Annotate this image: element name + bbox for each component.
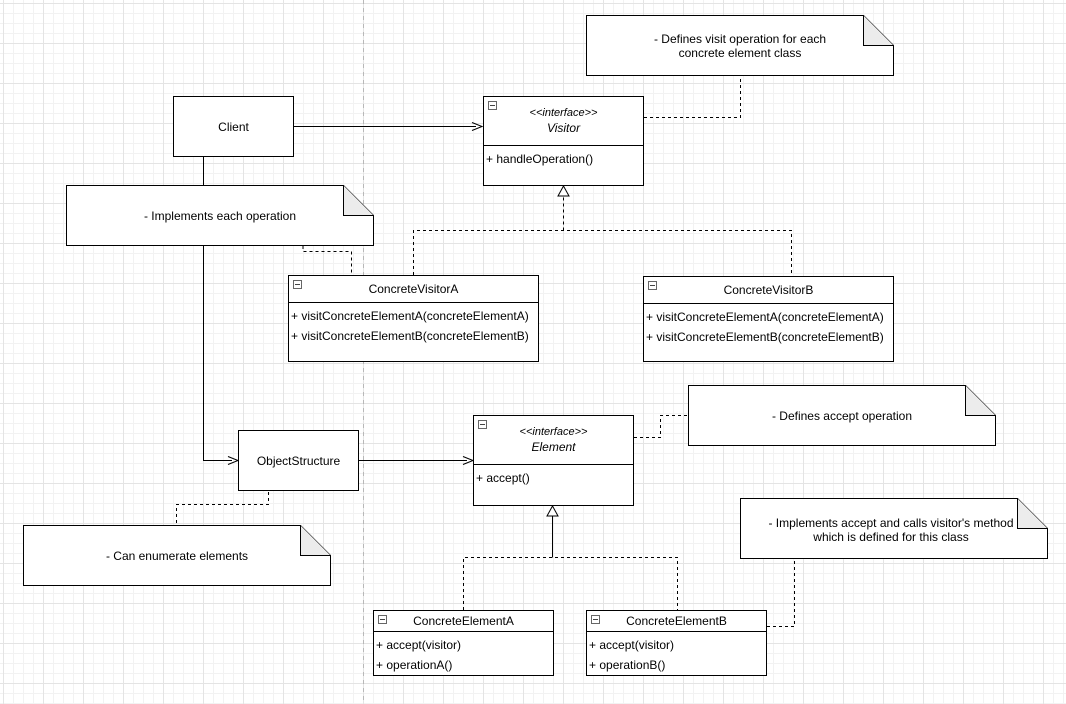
concrete-visitor-a-header: ConcreteVisitorA bbox=[289, 276, 538, 303]
concrete-element-a-method-2: + operationA() bbox=[376, 658, 453, 672]
note-concrete-element-line-1: - Implements accept and calls visitor's … bbox=[768, 516, 1014, 530]
concrete-visitor-a-class[interactable]: ConcreteVisitorA + visitConcreteElementA… bbox=[288, 275, 539, 362]
concrete-visitor-b-members: + visitConcreteElementA(concreteElementA… bbox=[644, 304, 893, 347]
visitor-stereotype: <<interface>> bbox=[529, 107, 598, 119]
concrete-visitor-b-class[interactable]: ConcreteVisitorB + visitConcreteElementA… bbox=[643, 276, 894, 362]
concrete-element-a-method-1: + accept(visitor) bbox=[376, 638, 462, 652]
concrete-element-b-name: ConcreteElementB bbox=[626, 614, 727, 628]
note-visitor[interactable] bbox=[586, 15, 894, 76]
client-class-label: Client bbox=[218, 119, 249, 134]
note-concrete-visitor-line-1: - Implements each operation bbox=[143, 209, 297, 223]
concrete-visitor-b-method-1: + visitConcreteElementA(concreteElementA… bbox=[646, 310, 884, 324]
element-interface[interactable]: <<interface>> Element + accept() bbox=[473, 415, 634, 506]
concrete-element-b-method-2: + operationB() bbox=[589, 658, 666, 672]
visitor-realization-arrowhead bbox=[557, 184, 570, 197]
concrete-element-b-members: + accept(visitor) + operationB() bbox=[587, 632, 766, 675]
object-structure-class[interactable]: ObjectStructure bbox=[238, 430, 359, 491]
note-concrete-element[interactable] bbox=[740, 498, 1048, 559]
client-visitor-arrowhead bbox=[471, 122, 484, 131]
concrete-visitor-a-members: + visitConcreteElementA(concreteElementA… bbox=[289, 303, 538, 346]
concrete-element-b-class[interactable]: ConcreteElementB + accept(visitor) + ope… bbox=[586, 610, 767, 676]
collapse-icon[interactable] bbox=[378, 615, 387, 624]
concrete-element-a-name: ConcreteElementA bbox=[413, 614, 514, 628]
client-class[interactable]: Client bbox=[173, 96, 294, 157]
visitor-interface[interactable]: <<interface>> Visitor + handleOperation(… bbox=[483, 96, 644, 186]
client-objectstructure-association bbox=[203, 157, 232, 461]
note-anchor-visitor bbox=[644, 76, 741, 118]
visitor-realization-lines bbox=[413, 230, 792, 276]
element-interface-header: <<interface>> Element bbox=[474, 416, 633, 465]
note-object-structure[interactable] bbox=[23, 525, 331, 586]
concrete-element-b-method-1: + accept(visitor) bbox=[589, 638, 675, 652]
note-concrete-element-text: - Implements accept and calls visitor's … bbox=[745, 516, 1037, 544]
note-object-structure-line-1: - Can enumerate elements bbox=[105, 549, 249, 563]
element-interface-name: Element bbox=[531, 440, 576, 454]
element-members: + accept() bbox=[474, 465, 633, 488]
collapse-icon[interactable] bbox=[478, 420, 487, 429]
concrete-element-a-header: ConcreteElementA bbox=[374, 611, 553, 632]
concrete-visitor-b-header: ConcreteVisitorB bbox=[644, 277, 893, 304]
concrete-visitor-a-name: ConcreteVisitorA bbox=[368, 282, 459, 296]
concrete-visitor-a-method-1: + visitConcreteElementA(concreteElementA… bbox=[291, 309, 529, 323]
element-realization-lines bbox=[463, 557, 678, 610]
note-visitor-line-2: concrete element class bbox=[678, 46, 802, 60]
concrete-element-a-class[interactable]: ConcreteElementA + accept(visitor) + ope… bbox=[373, 610, 554, 676]
note-element-text: - Defines accept operation bbox=[688, 409, 996, 423]
visitor-members: + handleOperation() bbox=[484, 146, 643, 169]
note-visitor-line-1: - Defines visit operation for each bbox=[653, 32, 827, 46]
element-realization-arrowhead bbox=[546, 504, 559, 517]
collapse-icon[interactable] bbox=[293, 280, 302, 289]
note-object-structure-text: - Can enumerate elements bbox=[23, 549, 331, 563]
note-anchor-concrete-visitor bbox=[302, 246, 352, 275]
element-method: + accept() bbox=[476, 471, 530, 485]
note-anchor-object-structure bbox=[176, 492, 269, 525]
concrete-element-a-members: + accept(visitor) + operationA() bbox=[374, 632, 553, 675]
concrete-visitor-b-name: ConcreteVisitorB bbox=[723, 283, 814, 297]
visitor-interface-name: Visitor bbox=[546, 121, 581, 135]
concrete-visitor-a-method-2: + visitConcreteElementB(concreteElementB… bbox=[291, 329, 529, 343]
concrete-visitor-b-method-2: + visitConcreteElementB(concreteElementB… bbox=[646, 330, 884, 344]
collapse-icon[interactable] bbox=[648, 281, 657, 290]
note-anchor-element bbox=[634, 415, 688, 438]
visitor-method: + handleOperation() bbox=[486, 152, 594, 166]
note-anchor-concrete-element bbox=[767, 559, 795, 627]
visitor-interface-header: <<interface>> Visitor bbox=[484, 97, 643, 146]
note-concrete-visitor-text: - Implements each operation bbox=[66, 209, 374, 223]
note-element[interactable] bbox=[688, 385, 996, 446]
collapse-icon[interactable] bbox=[591, 615, 600, 624]
concrete-element-b-header: ConcreteElementB bbox=[587, 611, 766, 632]
note-concrete-visitor[interactable] bbox=[66, 185, 374, 246]
element-stereotype: <<interface>> bbox=[519, 426, 588, 438]
note-visitor-text: - Defines visit operation for each concr… bbox=[586, 32, 894, 60]
note-concrete-element-line-2: which is defined for this class bbox=[813, 530, 969, 544]
object-structure-label: ObjectStructure bbox=[256, 453, 341, 468]
collapse-icon[interactable] bbox=[488, 101, 497, 110]
note-element-line-1: - Defines accept operation bbox=[771, 409, 913, 423]
